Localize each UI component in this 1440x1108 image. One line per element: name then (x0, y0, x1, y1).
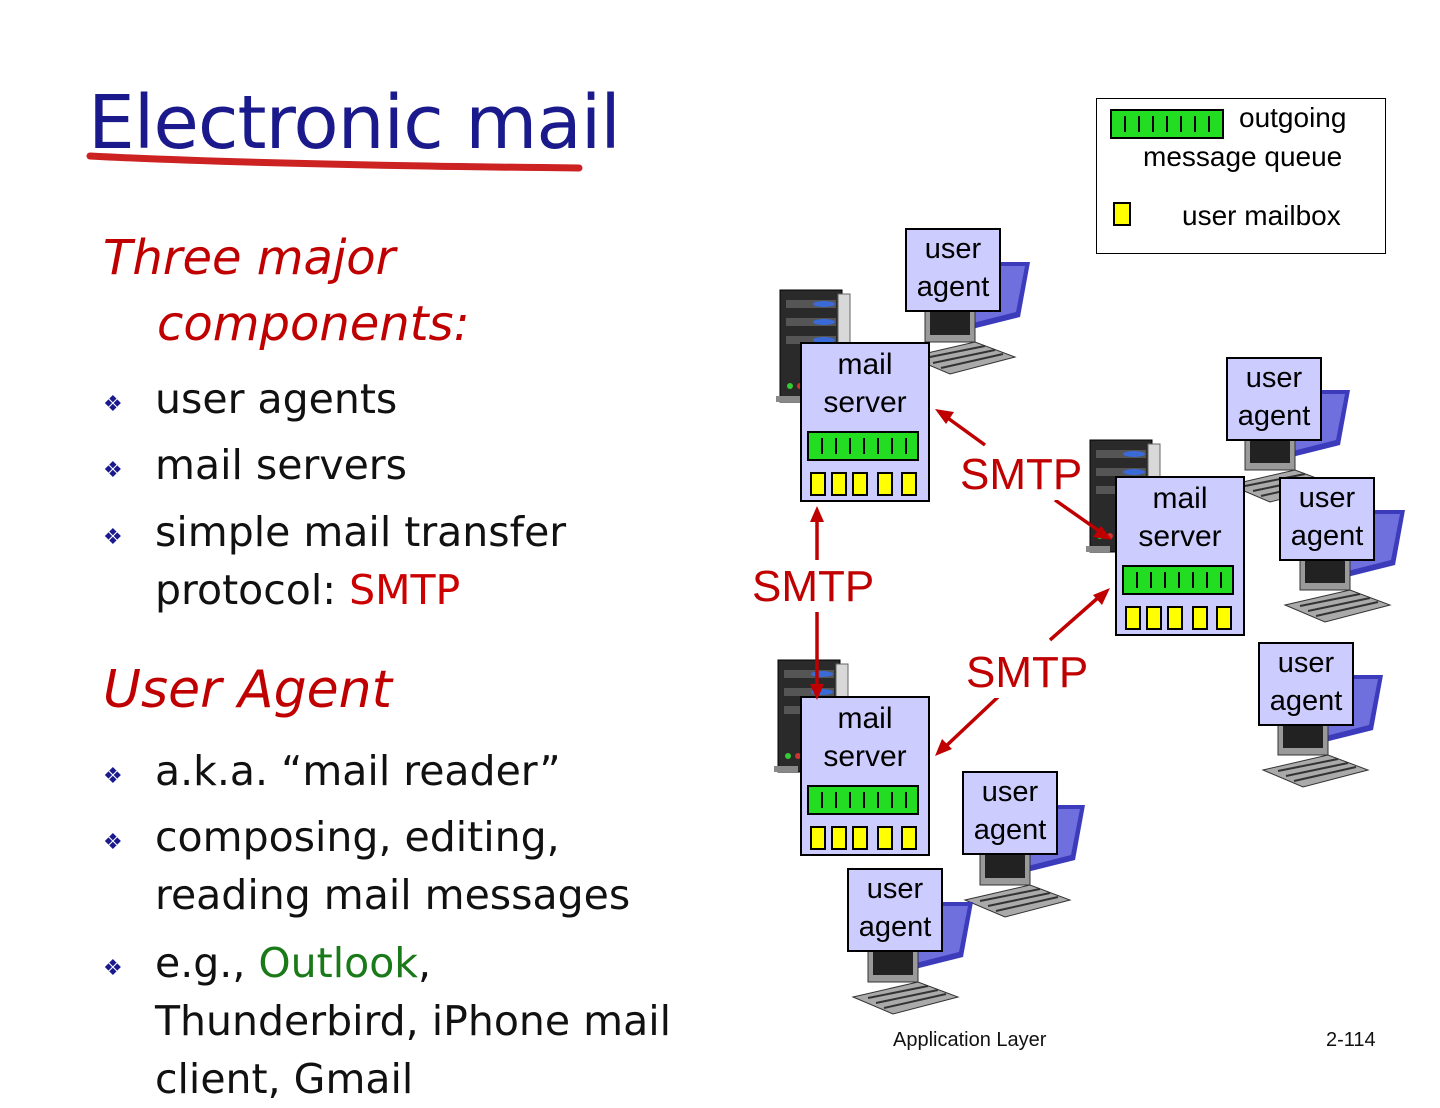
list-item: ❖ mail servers (103, 436, 408, 494)
section-heading-components-line2: components: (157, 296, 470, 352)
mail-server-label-line2: server (823, 740, 907, 773)
slide-number: 2-114 (1326, 1029, 1376, 1051)
list-item-text-prefix: e.g., (155, 939, 259, 987)
user-mailbox-icon (810, 472, 917, 496)
user-agent-box: user agent (1258, 642, 1354, 726)
user-agent-label-line1: user (1245, 362, 1303, 394)
mail-server-label-line1: mail (1152, 482, 1208, 515)
message-queue-icon (807, 431, 919, 461)
diamond-bullet-icon: ❖ (103, 525, 123, 550)
user-agent-label-line2: agent (916, 271, 990, 303)
user-agent-label-line1: user (924, 233, 982, 265)
components-list: ❖ user agents ❖ mail servers ❖ simple ma… (0, 370, 700, 630)
user-agent-box: user agent (1279, 477, 1375, 561)
user-mailbox-icon (810, 826, 917, 850)
list-item-text-prefix: protocol: (155, 566, 350, 614)
list-item-text: protocol: SMTP (155, 561, 566, 619)
mail-server-label-line2: server (1138, 520, 1222, 553)
user-mailbox-icon (1113, 202, 1131, 226)
message-queue-icon (1122, 565, 1234, 595)
legend: outgoing message queue user mailbox (1096, 98, 1386, 254)
mail-server-label-line1: mail (837, 348, 893, 381)
message-queue-icon (807, 785, 919, 815)
list-item-text: reading mail messages (155, 871, 631, 919)
user-agent-box: user agent (847, 868, 943, 952)
legend-queue-label-line1: outgoing (1239, 102, 1347, 133)
smtp-label: SMTP (958, 450, 1085, 500)
smtp-arrows (810, 409, 1112, 756)
list-item-text: Thunderbird, iPhone mail (155, 997, 672, 1045)
diamond-bullet-icon: ❖ (103, 764, 123, 789)
mail-server-label: mail server (801, 700, 929, 776)
diamond-bullet-icon: ❖ (103, 956, 123, 981)
user-agent-label-line2: agent (1290, 520, 1364, 552)
list-item-text: mail servers (155, 441, 408, 489)
list-item-text: user agents (155, 375, 398, 423)
smtp-label: SMTP (750, 562, 877, 612)
user-agent-box: user agent (1226, 357, 1322, 441)
outlook-highlight: Outlook (258, 939, 419, 987)
user-agent-label-line2: agent (973, 814, 1047, 846)
user-agent-label-line1: user (1298, 482, 1356, 514)
user-agent-box: user agent (905, 228, 1001, 312)
message-queue-icon (1110, 109, 1224, 139)
smtp-label: SMTP (964, 648, 1091, 698)
diamond-bullet-icon: ❖ (103, 458, 123, 483)
list-item-text: e.g., Outlook, (155, 934, 671, 992)
user-agent-label-line1: user (866, 873, 924, 905)
legend-mailbox-label: user mailbox (1182, 200, 1341, 231)
list-item-text: a.k.a. “mail reader” (155, 747, 561, 795)
diamond-bullet-icon: ❖ (103, 830, 123, 855)
list-item-text: composing, editing, (155, 813, 560, 861)
diamond-bullet-icon: ❖ (103, 392, 123, 417)
smtp-highlight: SMTP (349, 566, 461, 614)
user-agent-label-line1: user (1277, 647, 1335, 679)
list-item: ❖ user agents (103, 370, 398, 428)
list-item-text-suffix: , (418, 939, 432, 987)
user-agent-label-line2: agent (858, 911, 932, 943)
list-item-text: simple mail transfer (155, 508, 567, 556)
mail-server-label-line1: mail (837, 702, 893, 735)
user-agent-label-line2: agent (1269, 685, 1343, 717)
page-title: Electronic mail (88, 80, 621, 166)
mail-server-label: mail server (1116, 480, 1244, 556)
section-heading-components-line1: Three major (103, 230, 396, 286)
mail-server-label: mail server (801, 346, 929, 422)
list-item: ❖ a.k.a. “mail reader” (103, 742, 561, 800)
section-heading-user-agent: User Agent (103, 660, 392, 720)
email-architecture-diagram (773, 261, 1406, 1015)
legend-queue-label-line2: message queue (1143, 141, 1343, 172)
user-agent-label-line2: agent (1237, 400, 1311, 432)
user-agent-box: user agent (962, 771, 1058, 855)
user-agent-label-line1: user (981, 776, 1039, 808)
footer-section-title: Application Layer (893, 1029, 1047, 1051)
list-item: ❖ simple mail transfer protocol: SMTP (103, 503, 567, 619)
user-mailbox-icon (1125, 606, 1232, 630)
list-item: ❖ composing, editing, reading mail messa… (103, 808, 631, 924)
mail-server-label-line2: server (823, 386, 907, 419)
user-agent-list: ❖ a.k.a. “mail reader” ❖ composing, edit… (0, 742, 720, 1103)
title-underline (86, 152, 583, 172)
